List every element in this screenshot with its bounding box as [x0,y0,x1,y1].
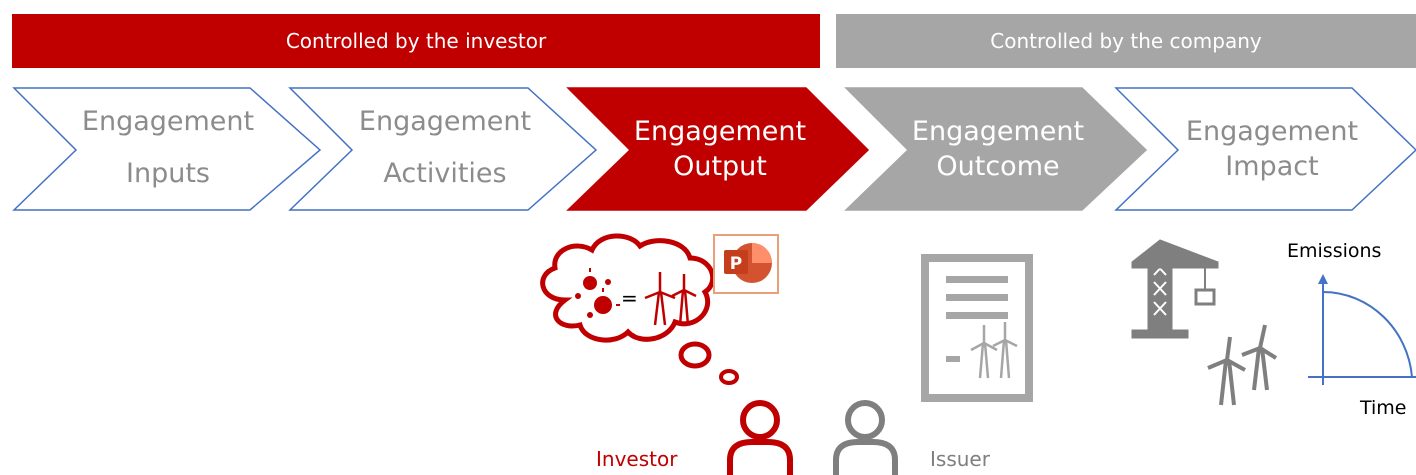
emissions-decline-chart [1308,274,1416,385]
chevron-impact: Engagement Impact [1114,87,1416,211]
step-outcome-line2: Outcome [936,151,1059,182]
wind-turbine-icon [644,272,697,326]
wind-turbines-icon [1207,324,1278,406]
banner-company: Controlled by the company [836,14,1416,68]
powerpoint-icon: P [713,234,779,294]
step-output-line2: Output [673,151,767,182]
step-outcome-line1: Engagement [912,116,1084,147]
step-output-line1: Engagement [634,116,806,147]
chevron-inputs: Engagement Inputs [12,87,322,211]
chart-decline-curve [1322,291,1413,378]
step-impact-line2: Impact [1225,151,1318,182]
chart-y-arrow [1318,274,1328,284]
powerpoint-letter: P [730,254,742,274]
investor-label: Investor [596,447,678,471]
virus-icon [575,268,620,318]
chart-x-label: Time [1360,397,1407,419]
issuer-label: Issuer [930,447,990,471]
step-impact-line1: Engagement [1186,116,1358,147]
report-document-icon [921,254,1033,402]
crane-icon [1131,239,1219,339]
step-inputs-line1: Engagement [82,106,254,137]
step-activities-line2: Activities [383,158,506,189]
issuer-person-icon [833,400,898,475]
equals-sign: = [621,286,638,310]
chevron-activities: Engagement Activities [288,87,598,211]
investor-person-icon [727,400,793,475]
banner-investor: Controlled by the investor [12,14,820,68]
chevron-outcome: Engagement Outcome [844,87,1148,211]
thought-cloud-icon [540,233,739,385]
chevron-output: Engagement Output [566,87,870,211]
step-activities-line1: Engagement [359,106,531,137]
chart-y-label: Emissions [1287,240,1382,262]
step-inputs-line2: Inputs [126,158,210,189]
